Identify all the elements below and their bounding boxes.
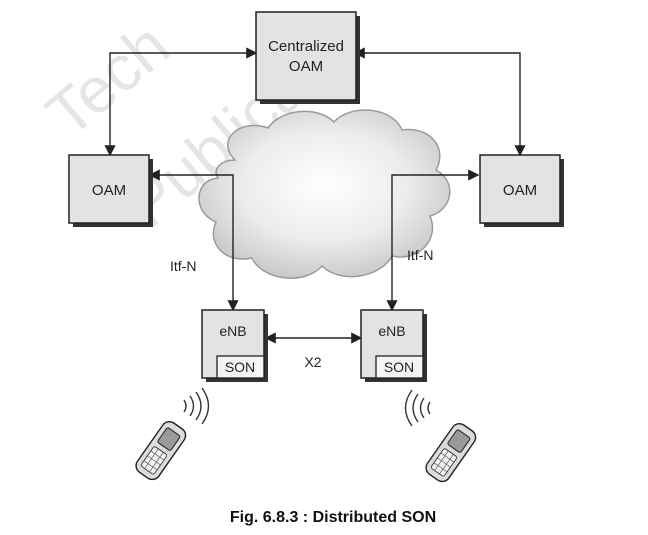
link-itf-right <box>386 169 480 312</box>
figure-caption: Fig. 6.8.3 : Distributed SON <box>230 509 436 526</box>
connections <box>104 47 526 344</box>
enb-right-label: eNB <box>378 323 405 339</box>
itf-n-right-label: Itf-N <box>407 247 433 263</box>
link-itf-left <box>148 169 239 312</box>
oam-left-box: OAM <box>68 154 153 227</box>
son-left-box <box>216 355 265 379</box>
link-central-oam-right <box>353 47 526 157</box>
oam-left-label: OAM <box>92 182 126 199</box>
mobile-phone-right-icon <box>425 422 477 483</box>
itf-n-left-label: Itf-N <box>170 258 196 274</box>
central-oam-label-1: Centralized <box>268 38 344 55</box>
son-right-box <box>375 355 424 379</box>
enb-right-box: eNB SON <box>360 309 427 382</box>
enb-left-box: eNB SON <box>201 309 268 382</box>
link-central-oam-left <box>104 47 258 157</box>
central-oam-box: Centralized OAM <box>255 11 360 104</box>
watermark-line1: Tech <box>33 9 183 151</box>
central-oam-label-2: OAM <box>289 58 323 75</box>
oam-right-box: OAM <box>479 154 564 227</box>
son-right-label: SON <box>384 359 414 375</box>
son-left-label: SON <box>225 359 255 375</box>
mobile-phone-left-icon <box>135 420 187 481</box>
x2-label: X2 <box>304 354 321 370</box>
signal-waves-left-icon <box>183 387 210 425</box>
enb-left-label: eNB <box>219 323 246 339</box>
oam-right-label: OAM <box>503 182 537 199</box>
signal-waves-right-icon <box>404 389 431 427</box>
